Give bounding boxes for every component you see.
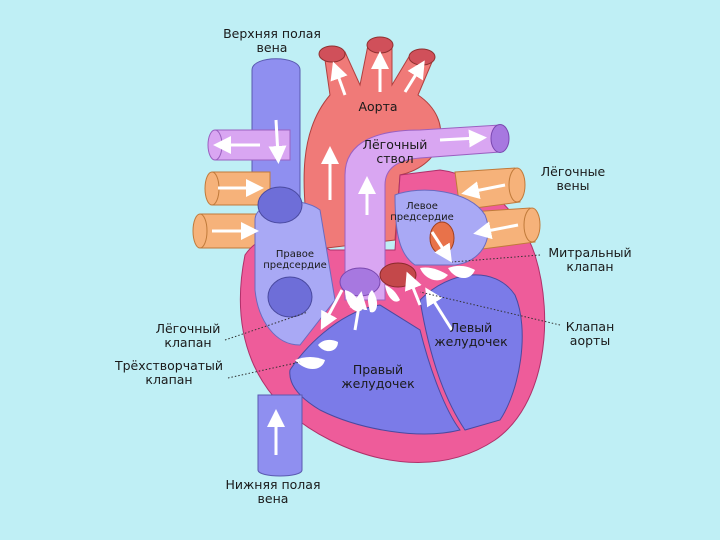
ivc-opening: [267, 276, 313, 318]
label-aorta: Аорта: [358, 99, 398, 114]
inferior-vena-cava: [257, 394, 303, 477]
right-ventricle: [289, 304, 461, 435]
label-leader-lines: [224, 254, 561, 379]
tricuspid-valve: [295, 339, 338, 369]
mitral-valve: [420, 265, 475, 281]
svc-opening: [257, 186, 303, 224]
pulmonary-trunk: [344, 124, 501, 301]
left-ventricle: [419, 274, 523, 431]
blood-flow-arrows: [212, 51, 519, 455]
